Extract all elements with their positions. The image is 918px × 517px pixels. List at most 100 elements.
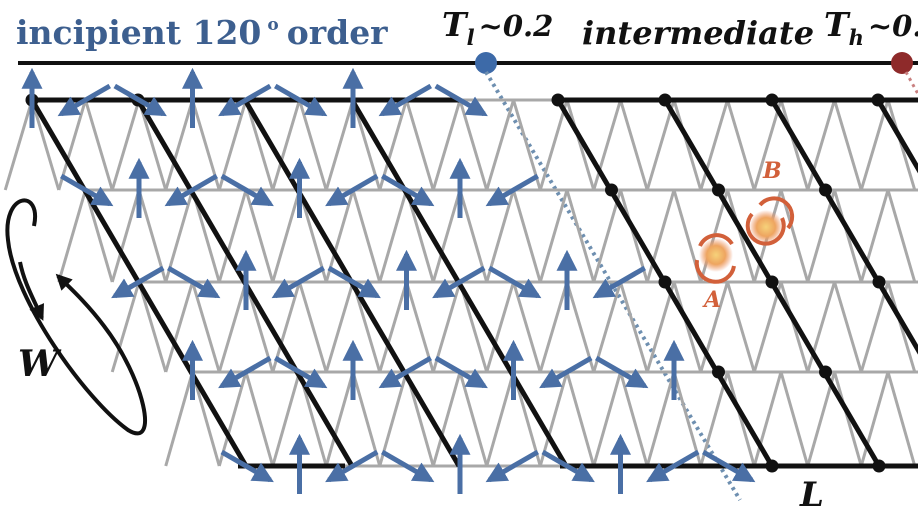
- lattice-site: [765, 459, 779, 473]
- spin-arrow: [327, 265, 381, 299]
- spin-arrow: [220, 173, 274, 207]
- lattice-site: [765, 93, 779, 107]
- lattice-diagonal: [806, 371, 836, 467]
- lattice-diagonal: [244, 371, 275, 467]
- lattice-diagonal: [619, 99, 649, 191]
- lattice-diagonal: [833, 99, 863, 191]
- spin-arrow: [595, 355, 649, 389]
- spin-arrow: [220, 449, 274, 483]
- lattice-diagonal: [57, 189, 87, 283]
- spin-arrow: [218, 355, 272, 389]
- lattice-diagonal: [191, 371, 221, 467]
- lattice-site: [871, 93, 885, 107]
- lattice-diagonal: [672, 281, 703, 373]
- spin-arrow: [274, 83, 328, 117]
- spin-arrow: [111, 265, 165, 299]
- lattice-diagonal: [886, 371, 917, 467]
- lattice-diagonal: [752, 281, 783, 373]
- lattice-diagonal: [164, 281, 194, 373]
- high-dashed-line: [904, 71, 918, 95]
- lattice-diagonal: [271, 189, 301, 283]
- t-low-marker: [475, 52, 497, 74]
- lattice-diagonal: [565, 371, 596, 467]
- vortex-a-label: A: [702, 287, 721, 313]
- lattice-diagonal: [217, 189, 248, 283]
- lattice-diagonal: [485, 99, 515, 191]
- spin-arrow: [271, 265, 325, 299]
- lattice-diagonal: [859, 189, 890, 283]
- lattice-diagonal: [164, 99, 194, 191]
- lattice-diagonal: [565, 99, 596, 191]
- lattice-diagonal: [592, 371, 622, 467]
- lattice-diagonal: [538, 99, 569, 191]
- spin-arrow: [381, 449, 435, 483]
- lattice-diagonal: [378, 281, 408, 373]
- lattice-diagonal: [645, 281, 676, 373]
- lattice-diagonal: [431, 371, 462, 467]
- lattice-diagonal: [298, 281, 328, 373]
- lattice-diagonal: [859, 99, 890, 191]
- spin-arrow: [167, 265, 221, 299]
- lattice-diagonal: [592, 99, 622, 191]
- vortex-a: [694, 233, 736, 284]
- lattice-site: [819, 365, 832, 379]
- lattice-diagonal: [752, 99, 783, 191]
- lattice-diagonal: [378, 189, 408, 283]
- t-high-marker: [891, 52, 913, 74]
- lattice-diagonal: [645, 371, 676, 467]
- lattice-diagonal: [538, 281, 569, 373]
- spin-arrow: [485, 173, 539, 207]
- spin-arrow: [539, 355, 593, 389]
- lattice-diagonal: [351, 189, 382, 283]
- lattice-site: [765, 275, 779, 289]
- spin-arrow: [434, 83, 488, 117]
- lattice-diagonal: [806, 189, 836, 283]
- spin-arrow: [541, 449, 595, 483]
- lattice-diagonal: [592, 189, 622, 283]
- lattice-diagonal: [726, 189, 756, 283]
- spin-arrow: [325, 449, 379, 483]
- lattice-site: [658, 93, 672, 107]
- lattice-diagonal: [110, 189, 141, 283]
- spin-arrow: [274, 355, 328, 389]
- lattice-diagonal: [485, 281, 515, 373]
- spin-arrow: [592, 265, 646, 299]
- spin-arrow: [57, 83, 111, 117]
- lattice-diagonal: [405, 99, 435, 191]
- length-label: L: [799, 475, 824, 515]
- lattice-site: [551, 93, 565, 107]
- lattice-diagonal: [244, 99, 275, 191]
- lattice-diagonal: [833, 189, 863, 283]
- phase-mid-label: intermediate: [582, 14, 814, 52]
- spin-arrow: [164, 173, 218, 207]
- lattice-diagonal: [30, 99, 61, 191]
- lattice-diagonal: [565, 189, 596, 283]
- lattice-diagonal: [137, 281, 168, 373]
- spin-arrow: [702, 449, 756, 483]
- spin-arrow: [113, 83, 167, 117]
- lattice-diagonal: [779, 189, 810, 283]
- lattice-site: [658, 275, 672, 289]
- spin-arrow: [325, 173, 379, 207]
- lattice-diagonal: [324, 281, 355, 373]
- lattice-diagonal: [217, 281, 248, 373]
- lattice-diagonal: [886, 281, 917, 373]
- winding-loop: [5, 198, 148, 436]
- lattice-diagonal: [726, 371, 756, 467]
- spin-arrow: [434, 355, 488, 389]
- lattice-diagonal: [324, 371, 355, 467]
- lattice-diagonal: [164, 371, 194, 467]
- lattice-diagonal: [431, 99, 462, 191]
- lattice-diagonal: [485, 371, 515, 467]
- t-high-label: Th~0.5: [824, 5, 918, 50]
- lattice-diagonal: [779, 281, 810, 373]
- lattice-diagonal: [886, 99, 917, 191]
- lattice-diagonal: [859, 371, 890, 467]
- lattice-diagonal: [806, 281, 836, 373]
- lattice-site: [819, 183, 832, 197]
- lattice-diagonal: [726, 281, 756, 373]
- lattice-diagonal: [752, 371, 783, 467]
- lattice-diagonal: [512, 189, 542, 283]
